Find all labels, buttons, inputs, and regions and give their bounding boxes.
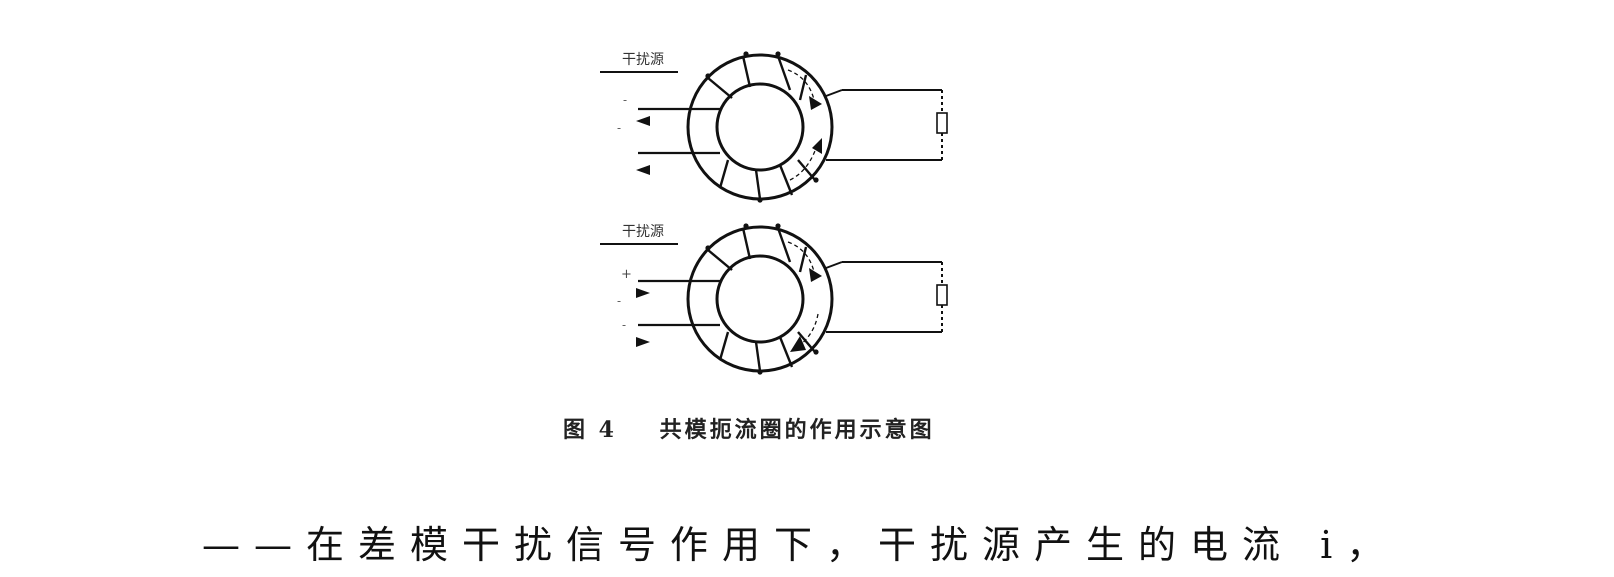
top-output-stub-upper (825, 89, 843, 97)
figure-title: 共模扼流圈的作用示意图 (659, 417, 935, 443)
common-mode-choke-figure: 干扰源 - - (560, 30, 1000, 390)
bottom-flux-path-upper (787, 241, 816, 277)
top-panel: 干扰源 - - (600, 51, 948, 203)
bottom-source-label: 干扰源 (622, 224, 664, 240)
bottom-arrow-lower (636, 337, 650, 347)
top-flux-path-upper (787, 69, 816, 105)
top-source-label: 干扰源 (622, 52, 664, 68)
bottom-flux-arrow-lower (790, 336, 806, 352)
top-arrow-lower (636, 165, 650, 175)
figure-number: 图 4 (563, 417, 617, 443)
bottom-polarity-mark-3: - (622, 318, 626, 332)
top-windings (707, 55, 816, 200)
bottom-arrow-upper (636, 288, 650, 298)
top-polarity-mark-1: - (623, 93, 627, 107)
top-flux-arrow-lower (812, 138, 822, 154)
choke-diagram: 干扰源 - - (600, 51, 948, 375)
bottom-polarity-mark-1: + (621, 267, 632, 282)
bottom-winding-dots (705, 223, 819, 375)
bottom-polarity-mark-2: - (617, 294, 621, 308)
top-arrow-upper (636, 116, 650, 126)
bottom-windings (707, 227, 816, 372)
figure-caption: 图 4 共模扼流圈的作用示意图 (563, 412, 935, 444)
bottom-panel: 干扰源 + - - (600, 223, 948, 375)
top-load-resistor (936, 112, 948, 134)
bottom-output-stub-upper (825, 261, 843, 269)
top-flux-arrow-upper (809, 96, 822, 110)
bottom-toroid-inner (715, 254, 805, 344)
top-toroid-inner (715, 82, 805, 172)
top-winding-dots (705, 51, 819, 203)
body-text-line: ——在差模干扰信号作用下，干扰源产生的电流 i， (202, 523, 1399, 567)
top-polarity-mark-2: - (617, 121, 621, 135)
bottom-flux-arrow-upper (809, 268, 822, 282)
bottom-load-resistor (936, 284, 948, 306)
